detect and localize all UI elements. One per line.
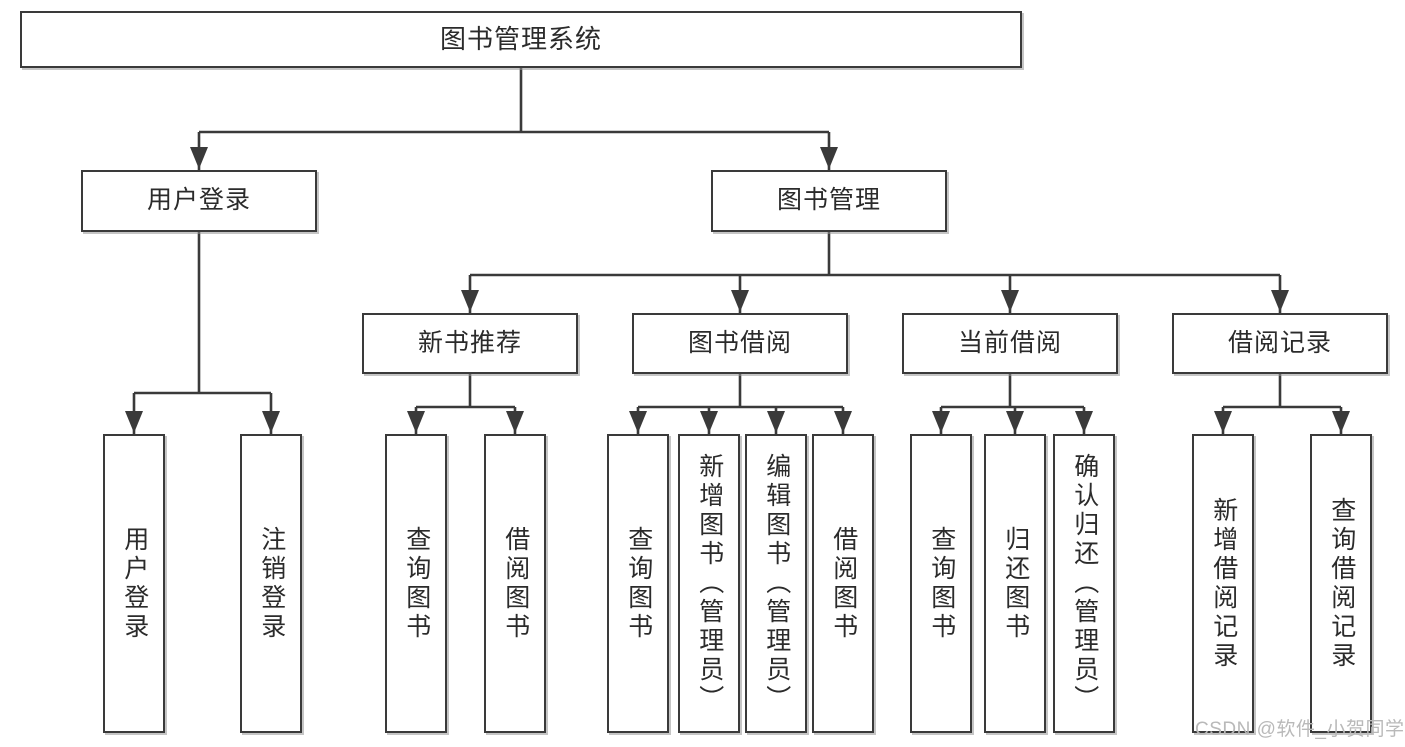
node-label: 图书借阅 xyxy=(687,328,792,357)
arrow-head-borrow_record xyxy=(1271,290,1289,312)
node-leaf-add-book: 新增图书（管理员） xyxy=(678,434,740,733)
node-leaf-query-book-3: 查询图书 xyxy=(910,434,972,733)
node-leaf-add-record: 新增借阅记录 xyxy=(1192,434,1254,733)
node-leaf-query-book-1: 查询图书 xyxy=(385,434,447,733)
arrow-head-leaf_logout xyxy=(262,411,280,433)
node-label: 借阅记录 xyxy=(1227,328,1332,357)
node-label: 编辑图书（管理员） xyxy=(762,453,791,714)
node-leaf-return-book: 归还图书 xyxy=(984,434,1046,733)
node-book-borrow: 图书借阅 xyxy=(632,313,848,374)
node-book-manage: 图书管理 xyxy=(711,170,947,232)
node-label: 确认归还（管理员） xyxy=(1070,453,1099,714)
node-leaf-logout: 注销登录 xyxy=(240,434,302,733)
arrow-head-current_borrow xyxy=(1001,290,1019,312)
node-label: 当前借阅 xyxy=(957,328,1062,357)
node-label: 用户登录 xyxy=(146,186,251,215)
node-leaf-query-record: 查询借阅记录 xyxy=(1310,434,1372,733)
node-leaf-query-book-2: 查询图书 xyxy=(607,434,669,733)
node-label: 归还图书 xyxy=(1001,525,1030,642)
arrow-head-leaf_add_book xyxy=(700,411,718,433)
arrow-head-new_book_rec xyxy=(461,290,479,312)
node-label: 查询图书 xyxy=(624,525,653,642)
arrow-head-leaf_query_record xyxy=(1332,411,1350,433)
node-leaf-user-login: 用户登录 xyxy=(103,434,165,733)
node-label: 新增图书（管理员） xyxy=(695,453,724,714)
arrow-head-book_borrow xyxy=(731,290,749,312)
node-leaf-borrow-book-2: 借阅图书 xyxy=(812,434,874,733)
node-leaf-edit-book: 编辑图书（管理员） xyxy=(745,434,807,733)
arrow-head-user_login xyxy=(190,147,208,169)
node-new-book-rec: 新书推荐 xyxy=(362,313,578,374)
csdn-watermark: CSDN @软件_小贺同学 xyxy=(1195,719,1405,740)
node-label: 查询借阅记录 xyxy=(1327,496,1356,671)
arrow-head-leaf_borrow_book_1 xyxy=(506,411,524,433)
node-label: 用户登录 xyxy=(120,525,149,642)
node-label: 注销登录 xyxy=(257,525,286,642)
node-user-login: 用户登录 xyxy=(81,170,317,232)
arrow-head-leaf_borrow_book_2 xyxy=(834,411,852,433)
arrow-head-leaf_query_book_2 xyxy=(629,411,647,433)
node-label: 查询图书 xyxy=(927,525,956,642)
node-label: 新增借阅记录 xyxy=(1209,496,1238,671)
arrow-head-leaf_add_record xyxy=(1214,411,1232,433)
arrow-head-leaf_user_login xyxy=(125,411,143,433)
node-label: 借阅图书 xyxy=(501,525,530,642)
arrow-head-leaf_query_book_1 xyxy=(407,411,425,433)
node-label: 新书推荐 xyxy=(417,328,522,357)
arrow-head-book_manage xyxy=(820,147,838,169)
node-current-borrow: 当前借阅 xyxy=(902,313,1118,374)
node-leaf-confirm-return: 确认归还（管理员） xyxy=(1053,434,1115,733)
node-label: 图书管理系统 xyxy=(439,24,602,55)
node-label: 查询图书 xyxy=(402,525,431,642)
node-leaf-borrow-book-1: 借阅图书 xyxy=(484,434,546,733)
arrow-head-leaf_query_book_3 xyxy=(932,411,950,433)
arrow-head-leaf_return_book xyxy=(1006,411,1024,433)
node-label: 借阅图书 xyxy=(829,525,858,642)
node-root: 图书管理系统 xyxy=(20,11,1022,68)
node-borrow-record: 借阅记录 xyxy=(1172,313,1388,374)
arrow-head-leaf_edit_book xyxy=(767,411,785,433)
node-label: 图书管理 xyxy=(776,186,881,215)
arrow-head-leaf_confirm_return xyxy=(1075,411,1093,433)
